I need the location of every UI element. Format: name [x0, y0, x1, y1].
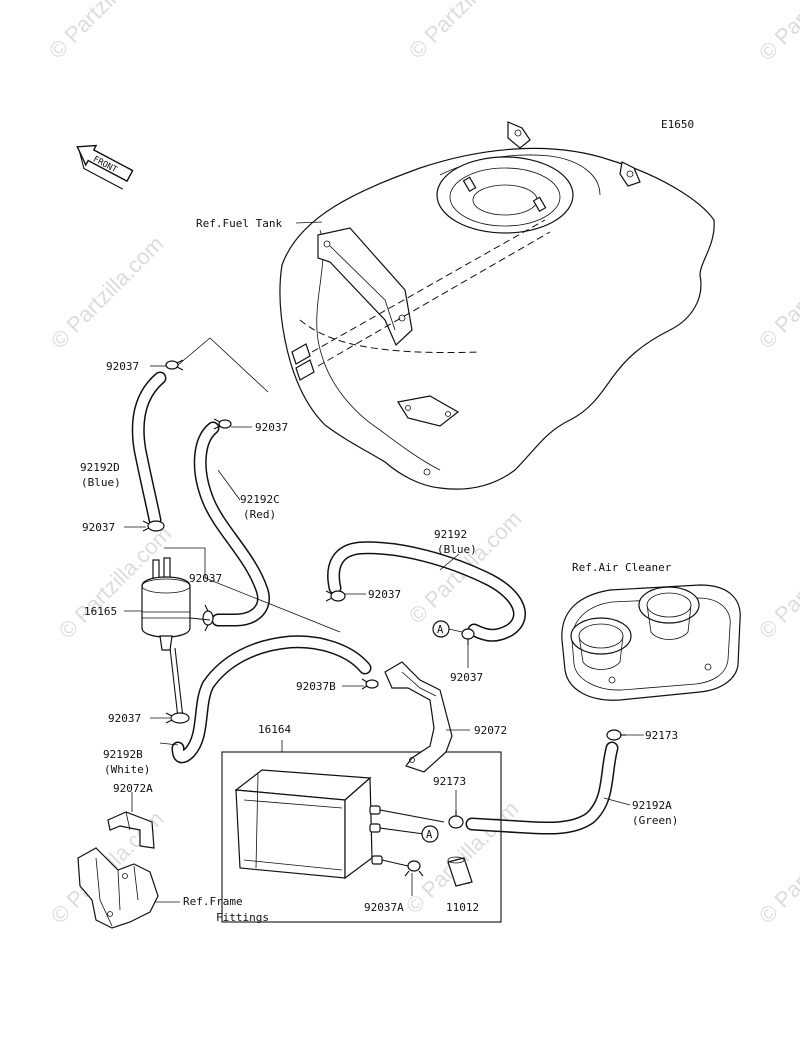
part-label: 16164 — [258, 723, 291, 736]
part-label: 92072A — [113, 782, 153, 795]
watermark: © Partzilla.com — [754, 231, 800, 354]
part-label: 92173 — [645, 729, 678, 742]
part-label: (Blue) — [81, 476, 121, 489]
watermark: © Partzilla.com — [44, 0, 167, 64]
bracket-small — [107, 811, 155, 849]
air-cleaner-label: Ref.Air Cleaner — [572, 561, 672, 574]
marker-a: A — [421, 825, 439, 843]
bracket — [384, 661, 453, 773]
part-label: (Green) — [632, 814, 678, 827]
part-labels: 92037 92037 92192D (Blue) 92192C (Red) 9… — [80, 360, 678, 914]
clamp-icon — [142, 520, 165, 532]
part-label: (Blue) — [437, 543, 477, 556]
leader-lines — [124, 337, 644, 896]
part-label: (Red) — [243, 508, 276, 521]
canister — [221, 751, 502, 923]
part-label: 92037 — [189, 572, 222, 585]
part-label: 92037A — [364, 901, 404, 914]
clamp-icon — [325, 590, 346, 602]
part-label: 92173 — [433, 775, 466, 788]
clamp-icon — [361, 678, 379, 690]
part-label: 16165 — [84, 605, 117, 618]
air-cleaner — [561, 584, 741, 701]
diagram-code: E1650 — [661, 118, 694, 131]
part-label: 92037B — [296, 680, 336, 693]
marker-a: A — [432, 620, 463, 638]
watermark: © Partzilla.com — [754, 806, 800, 929]
watermark: © Partzilla.com — [404, 0, 527, 64]
part-label: 92037 — [255, 421, 288, 434]
watermark: © Partzilla.com — [46, 231, 169, 354]
fuel-tank-label: Ref.Fuel Tank — [196, 217, 282, 230]
watermark: © Partzilla.com — [754, 521, 800, 644]
clamp-icon — [165, 712, 190, 724]
clamp-icon — [165, 359, 184, 371]
part-label: 92072 — [474, 724, 507, 737]
clamp-icon — [202, 604, 214, 632]
part-label: 92192D — [80, 461, 120, 474]
separator — [141, 557, 211, 651]
part-label: 92192C — [240, 493, 280, 506]
frame-label-line2: Fittings — [216, 911, 269, 924]
part-label: 92037 — [368, 588, 401, 601]
part-label: 11012 — [446, 901, 479, 914]
part-label: 92037 — [108, 712, 141, 725]
frame-fitting — [77, 847, 159, 929]
marker-a-label: A — [426, 829, 433, 841]
hoses — [131, 371, 619, 835]
front-arrow-icon: FRONT — [76, 144, 134, 190]
part-label: 92037 — [106, 360, 139, 373]
part-label: (White) — [104, 763, 150, 776]
part-label: 92192B — [103, 748, 143, 761]
clamp-icon — [404, 860, 424, 877]
fuel-tank — [279, 121, 715, 490]
clamp-icon — [213, 418, 232, 430]
part-label: 92192 — [434, 528, 467, 541]
part-label: 92037 — [82, 521, 115, 534]
watermark: © Partzilla.com — [754, 0, 800, 66]
part-label: 92037 — [450, 671, 483, 684]
frame-label-line1: Ref.Frame — [183, 895, 243, 908]
marker-a-label: A — [437, 624, 444, 636]
part-label: 92192A — [632, 799, 672, 812]
